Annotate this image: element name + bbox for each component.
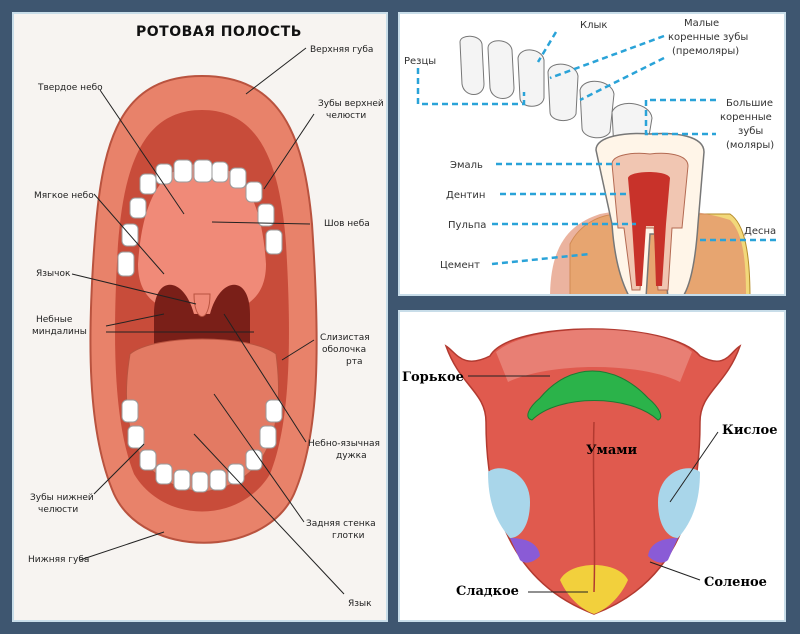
label-umami: Умами	[586, 443, 638, 458]
lower-teeth	[121, 399, 283, 493]
sour-zone-left	[488, 468, 530, 538]
tongue-leader-lines	[468, 375, 719, 593]
label-sour: Кислое	[722, 423, 778, 438]
mouth-diagram: РОТОВАЯ ПОЛОСТЬ	[28, 24, 384, 609]
label-molars-2: коренные	[720, 112, 772, 123]
label-mucosa-3: рта	[346, 357, 362, 367]
label-molars-4: (моляры)	[726, 140, 774, 151]
label-tonsils-2: миндалины	[32, 327, 87, 337]
salty-zone-right	[648, 538, 678, 563]
label-cement: Цемент	[440, 260, 480, 271]
upper-teeth	[117, 159, 283, 277]
label-dentin: Дентин	[446, 190, 485, 201]
label-upper-lip: Верхняя губа	[310, 45, 373, 55]
bitter-zone	[527, 370, 662, 421]
label-upper-teeth-2: челюсти	[326, 111, 366, 121]
label-lower-teeth-1: Зубы нижней	[30, 493, 94, 503]
palate	[138, 164, 266, 314]
tongue-root	[496, 329, 692, 382]
label-uvula: Язычок	[36, 269, 71, 279]
label-palate-suture: Шов неба	[324, 219, 370, 229]
label-enamel: Эмаль	[450, 160, 483, 171]
teeth-panel: Клык Малые коренные зубы (премоляры) Рез…	[398, 12, 786, 296]
label-molars-1: Большие	[726, 98, 773, 109]
tongue-diagram: Горькое Умами Кислое Сладкое Соленое	[402, 328, 778, 615]
label-mucosa-1: Слизистая	[320, 333, 370, 343]
label-tongue: Язык	[348, 599, 372, 609]
label-premolars-1: Малые	[684, 18, 719, 29]
label-arch-1: Небно-язычная	[308, 439, 380, 449]
mouth-title: РОТОВАЯ ПОЛОСТЬ	[136, 24, 302, 40]
tongue-panel: Горькое Умами Кислое Сладкое Соленое	[398, 310, 786, 622]
label-lower-lip: Нижняя губа	[28, 555, 89, 565]
label-pulp: Пульпа	[448, 220, 486, 231]
label-arch-2: дужка	[336, 451, 367, 461]
label-mucosa-2: оболочка	[322, 345, 366, 355]
pulp-core	[628, 172, 670, 286]
median-groove	[592, 421, 596, 593]
label-sweet: Сладкое	[456, 584, 519, 599]
label-pharynx-2: глотки	[332, 531, 365, 541]
label-tonsils-1: Небные	[36, 315, 73, 325]
label-premolars-3: (премоляры)	[672, 46, 739, 57]
label-premolars-2: коренные зубы	[668, 32, 748, 43]
mouth-panel: РОТОВАЯ ПОЛОСТЬ	[12, 12, 388, 622]
label-salty: Соленое	[704, 575, 767, 590]
label-molars-3: зубы	[738, 126, 763, 137]
uvula	[193, 293, 211, 317]
label-incisors: Резцы	[404, 56, 436, 67]
label-hard-palate: Твердое небо	[37, 83, 103, 93]
salty-zone-left	[510, 538, 540, 563]
teeth-leader-lines	[416, 31, 776, 266]
sour-zone-right	[658, 468, 700, 538]
label-upper-teeth-1: Зубы верхней	[318, 99, 384, 109]
label-lower-teeth-2: челюсти	[38, 505, 78, 515]
label-canine: Клык	[580, 20, 607, 31]
label-soft-palate: Мягкое небо	[34, 191, 94, 201]
label-bitter: Горькое	[402, 370, 464, 385]
teeth-diagram: Клык Малые коренные зубы (премоляры) Рез…	[404, 18, 776, 294]
mouth-leader-lines	[71, 47, 345, 595]
label-gum: Десна	[744, 226, 776, 237]
label-pharynx-1: Задняя стенка	[306, 519, 376, 529]
